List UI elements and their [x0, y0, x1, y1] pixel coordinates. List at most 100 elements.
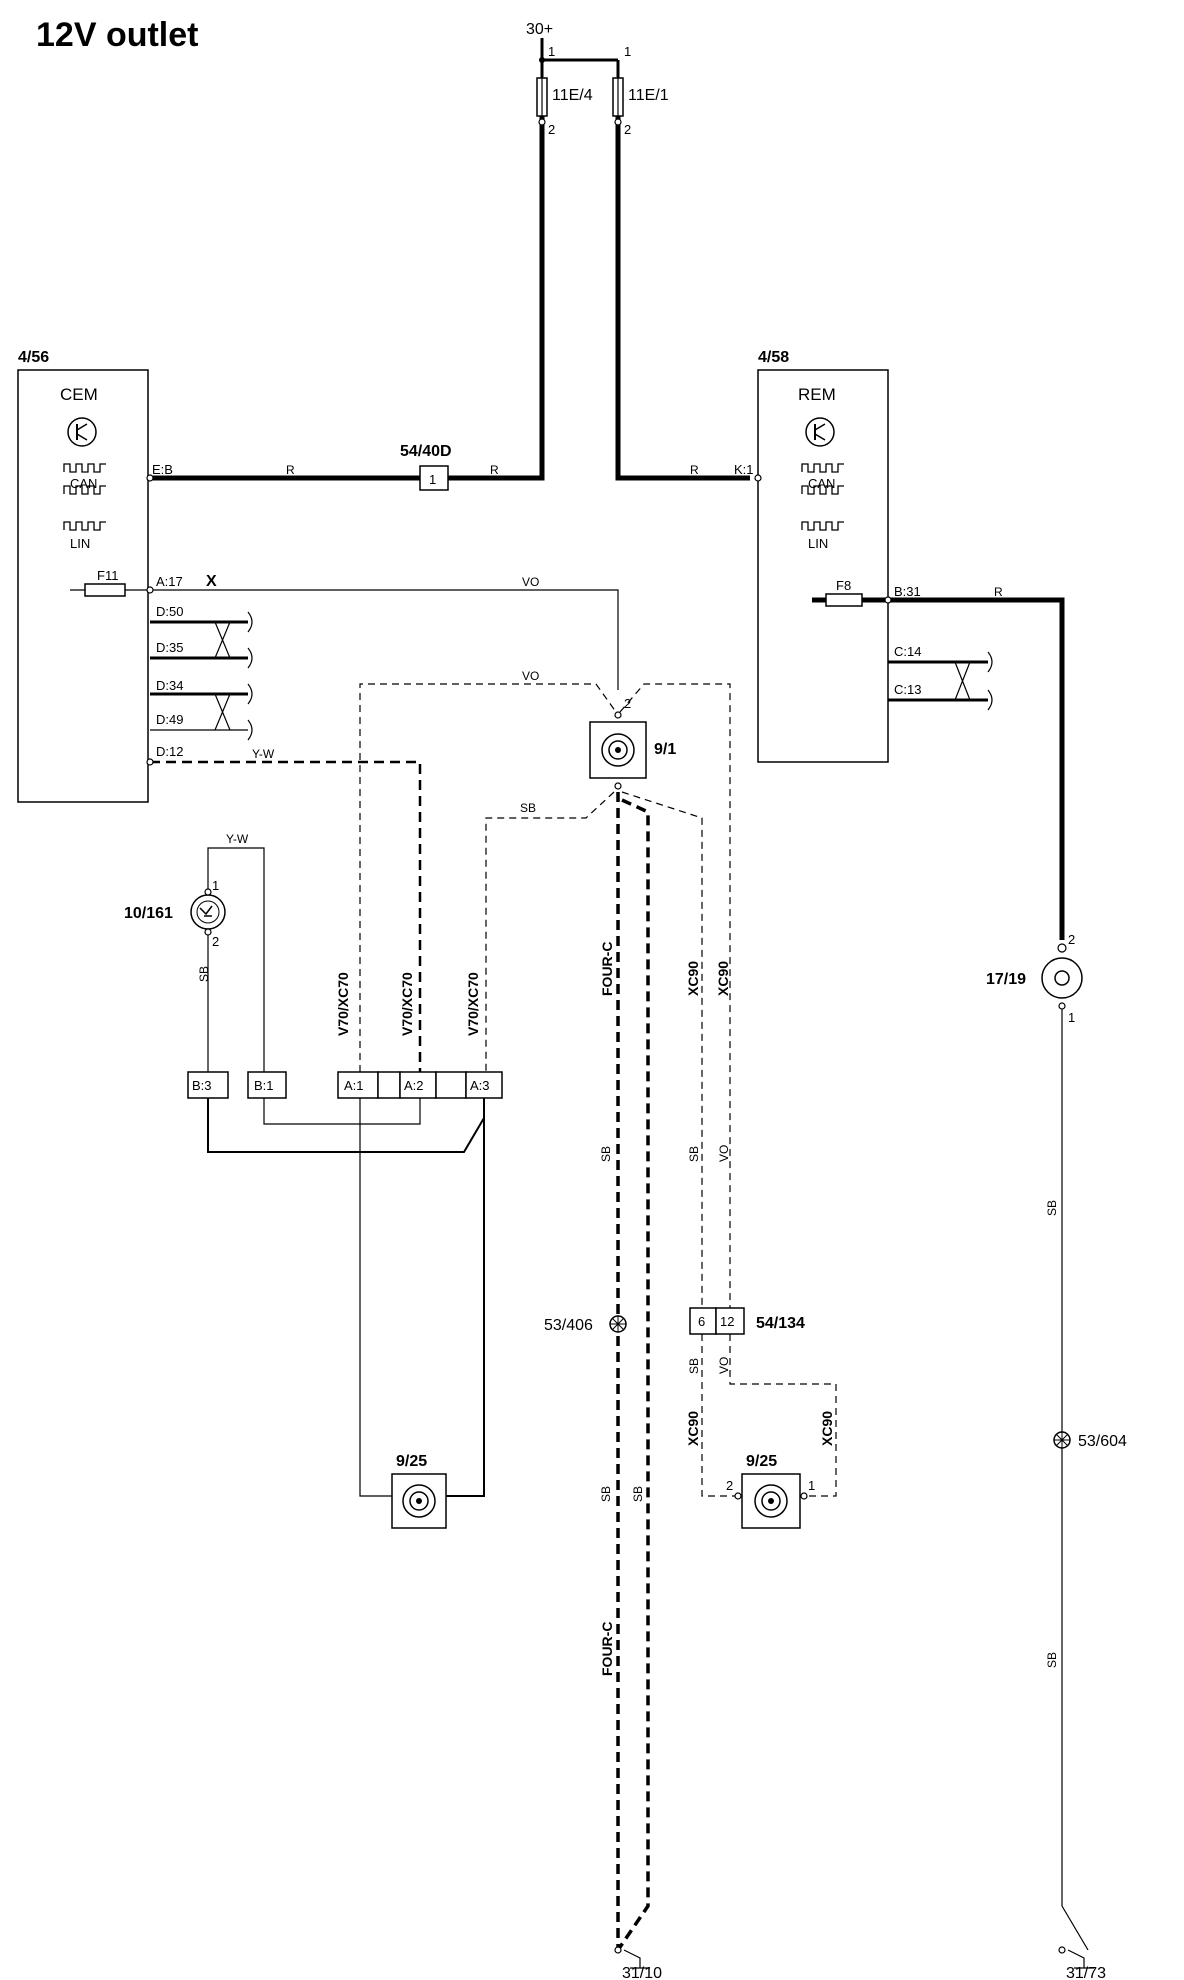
fuse-11e4-pin-bottom: 2	[548, 122, 555, 137]
wire-color-vo-upper: VO	[522, 669, 539, 683]
wire-x-marker: X	[206, 573, 217, 590]
wire-color-sb-1719-a: SB	[1045, 1200, 1059, 1216]
outlet-9-25-right: 9/25 2 1	[726, 1453, 815, 1529]
cem-pin-d12: D:12	[156, 744, 183, 759]
rem-pin-b31: B:31	[894, 584, 921, 599]
splice-53-406-ref: 53/406	[544, 1317, 593, 1334]
variant-label-a2: V70/XC70	[399, 972, 415, 1036]
rem-ref: 4/58	[758, 349, 789, 366]
fuse-11e1: 1 2 11E/1	[612, 44, 669, 137]
fuse-11e4: 1 2 11E/4	[536, 44, 593, 137]
wire-color-sb-1719-b: SB	[1045, 1652, 1059, 1668]
can-bus-icon	[801, 463, 844, 495]
outlet-9-25-right-pin-left: 2	[726, 1478, 733, 1493]
cem-lin-label: LIN	[70, 536, 90, 551]
connector-54-134-pin-12: 12	[720, 1314, 734, 1329]
cem-can-label: CAN	[70, 476, 97, 491]
connector-54-134-ref: 54/134	[756, 1315, 805, 1332]
wire-color-sb-a3: SB	[520, 801, 536, 815]
supply-wires	[434, 116, 750, 481]
fuse-11e4-label: 11E/4	[552, 87, 593, 104]
sensor-ref: 10/161	[124, 905, 173, 922]
wire-color-sb-xc90: SB	[687, 1146, 701, 1162]
wire-color-sb-sensor: SB	[197, 966, 211, 982]
block-pin-a3: A:3	[470, 1078, 490, 1093]
ground-31-10-label: 31/10	[622, 1965, 662, 1980]
wire-color-r-17-19: R	[994, 585, 1003, 599]
wire-d12-yw: Y-W	[146, 747, 422, 1072]
outlet-9-25-left-ref: 9/25	[396, 1453, 427, 1470]
block-pin-a2: A:2	[404, 1078, 424, 1093]
rem-supply-wire: R	[690, 463, 762, 482]
rem-pin-c13: C:13	[894, 682, 921, 697]
variant-label-fourc-lower: FOUR-C	[599, 1622, 615, 1676]
fuse-11e4-pin-top: 1	[548, 44, 555, 59]
block-pin-b1: B:1	[254, 1078, 274, 1093]
wire-color-vo-xc90: VO	[717, 1145, 731, 1162]
connector-54-134: 6 12 54/134	[689, 1307, 805, 1335]
outlet-9-1-ref: 9/1	[654, 741, 676, 758]
connector-54-40d-pin: 1	[429, 472, 436, 487]
wire-color-sb-fourc-2: SB	[599, 1486, 613, 1502]
transistor-icon	[805, 417, 835, 447]
variant-label-xc90-right: XC90	[715, 961, 731, 996]
cem-pin-eb: E:B	[152, 462, 173, 477]
outlet-17-19: 2 1 17/19	[986, 932, 1089, 1951]
wire-color-yw-sensor: Y-W	[226, 832, 249, 846]
outlet-17-19-ref: 17/19	[986, 971, 1026, 988]
rem-twisted-pair	[888, 651, 993, 711]
ground-31-10: 31/10	[614, 1946, 662, 1980]
cem-fuse-label: F11	[97, 568, 118, 583]
rem-name: REM	[798, 385, 836, 404]
cem-supply-wire: R R	[146, 463, 542, 482]
wire-54134-to-925	[701, 1334, 837, 1497]
wire-sb-fourc	[616, 792, 650, 1951]
wire-color-r-cem: R	[286, 463, 295, 477]
wire-color-r-5440d: R	[490, 463, 499, 477]
block-pin-a1: A:1	[344, 1078, 364, 1093]
cem-name: CEM	[60, 385, 98, 404]
supply-bus	[539, 38, 620, 78]
rem-pin-c14: C:14	[894, 644, 921, 659]
connector-block: B:3 B:1 A:1 A:2 A:3	[187, 1071, 503, 1099]
connector-54-134-pin-6: 6	[698, 1314, 705, 1329]
wire-color-vo-a17: VO	[522, 575, 539, 589]
cem-fuse-f11: F11	[70, 568, 150, 597]
connector-54-40d: 54/40D 1	[400, 443, 452, 491]
outlet-9-1: 2 9/1	[589, 696, 676, 790]
variant-label-a1: V70/XC70	[335, 972, 351, 1036]
cem-module: 4/56 CEM CAN LIN F11 E:B A:17 D:50	[17, 349, 183, 803]
supply-label: 30+	[526, 21, 553, 38]
variant-label-xc90-lower-left: XC90	[685, 1411, 701, 1446]
wire-color-yw-d12: Y-W	[252, 747, 275, 761]
transistor-icon	[67, 417, 97, 447]
block-lower-wires	[207, 1098, 485, 1497]
outlet-17-19-pin-bottom: 1	[1068, 1010, 1075, 1025]
splice-53-604: 53/604	[1053, 1431, 1127, 1450]
cem-pin-d34: D:34	[156, 678, 183, 693]
splice-53-406: 53/406	[544, 1315, 627, 1334]
wire-sb-xc90	[621, 791, 703, 1320]
ground-31-73-label: 31/73	[1066, 1965, 1106, 1980]
fuse-11e1-label: 11E/1	[628, 87, 669, 104]
sensor-pin-top: 1	[212, 878, 219, 893]
wire-a17-vo: X VO	[146, 573, 619, 690]
outlet-9-25-right-pin-right: 1	[808, 1478, 815, 1493]
cem-ref: 4/56	[18, 349, 49, 366]
cem-pin-d49: D:49	[156, 712, 183, 727]
wire-color-vo-54134: VO	[717, 1357, 731, 1374]
cem-pin-a17: A:17	[156, 574, 183, 589]
wire-vo-dashed-upper: VO	[359, 669, 731, 1320]
variant-label-xc90-lower-right: XC90	[819, 1411, 835, 1446]
lin-bus-icon	[63, 521, 106, 531]
connector-54-40d-ref: 54/40D	[400, 443, 452, 460]
can-bus-icon	[63, 463, 106, 495]
fuse-11e1-pin-top: 1	[624, 44, 631, 59]
wire-sb-a3: SB	[485, 791, 615, 1072]
outlet-9-25-left: 9/25	[391, 1453, 447, 1529]
wire-color-r-rem: R	[690, 463, 699, 477]
lin-bus-icon	[801, 521, 844, 531]
wire-color-sb-fourc-1: SB	[599, 1146, 613, 1162]
rem-pin-k1: K:1	[734, 462, 754, 477]
variant-label-a3: V70/XC70	[465, 972, 481, 1036]
